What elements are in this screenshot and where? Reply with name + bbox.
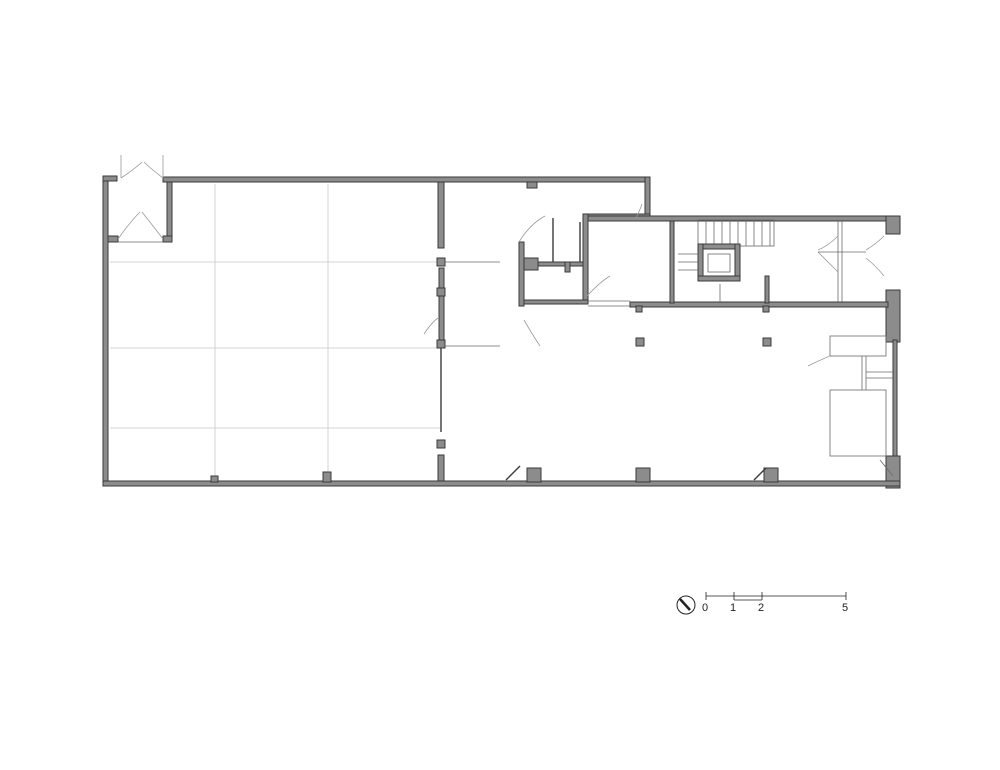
scale-bar: 0 1 2 5 <box>702 592 848 614</box>
right-fixtures <box>807 335 894 477</box>
north-arrow-icon <box>676 595 696 615</box>
grid-lines <box>110 184 440 480</box>
entrance-vestibule <box>107 155 173 243</box>
scale-label-2: 2 <box>758 602 764 614</box>
central-partition <box>423 181 500 482</box>
stair <box>678 219 775 302</box>
columns <box>210 305 779 483</box>
exterior-walls <box>102 175 901 489</box>
scale-label-1: 1 <box>730 602 736 614</box>
scale-label-0: 0 <box>702 602 708 614</box>
middle-rooms <box>518 181 643 347</box>
right-wing <box>629 219 889 308</box>
scale-label-5: 5 <box>842 602 848 614</box>
